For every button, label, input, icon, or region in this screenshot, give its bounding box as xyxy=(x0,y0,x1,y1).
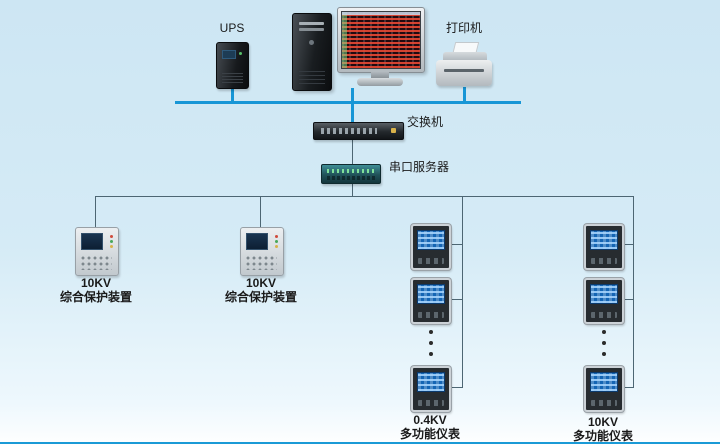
protection-device-2-name: 综合保护装置 xyxy=(224,289,297,304)
meter-screen xyxy=(590,284,618,304)
meter-col1-bus-line xyxy=(462,196,463,388)
meter-screen xyxy=(590,230,618,250)
switch-led xyxy=(391,128,396,133)
protection-device-2-led-red xyxy=(275,235,278,238)
switch-ports xyxy=(321,128,377,134)
ups-screen xyxy=(222,50,236,59)
protection-device-1-keys xyxy=(81,256,112,270)
tower-vent xyxy=(299,70,325,84)
meter-col1-voltage: 0.4KV xyxy=(413,413,447,427)
meter-col1-unit1-icon xyxy=(411,224,451,270)
monitor-screen xyxy=(341,11,421,69)
meter-buttons xyxy=(591,400,617,406)
meter-col2-name: 多功能仪表 xyxy=(572,428,633,443)
protection-device-1-led-red xyxy=(110,235,113,238)
protection-device-1-icon xyxy=(75,227,119,276)
footer-divider-line xyxy=(0,442,720,444)
serial-downlink-line xyxy=(352,182,353,196)
meter-buttons xyxy=(418,258,444,264)
protection-device-1-name: 综合保护装置 xyxy=(59,289,132,304)
serial-server-label: 串口服务器 xyxy=(389,160,450,174)
meter-col2-stub1 xyxy=(621,244,633,245)
meter-col2-stub2 xyxy=(621,299,633,300)
protection-device-2-led-green xyxy=(275,240,278,243)
meter-buttons xyxy=(591,312,617,318)
meter-col1-stub1 xyxy=(448,244,462,245)
meter-col2-bus-line xyxy=(633,196,634,388)
printer-drop-line xyxy=(463,87,466,101)
meter-screen xyxy=(590,372,618,392)
protection-device-1-screen xyxy=(81,233,103,250)
drive-bay-1 xyxy=(299,22,324,25)
monitor-icon xyxy=(337,7,425,73)
meter-col2-unit3-icon xyxy=(584,366,624,412)
protection-device-2-led-yellow xyxy=(275,245,278,248)
protection2-drop-line xyxy=(260,196,261,227)
protection-device-1-label: 10KV 综合保护装置 xyxy=(56,276,136,305)
meter-buttons xyxy=(418,400,444,406)
protection-device-2-icon xyxy=(240,227,284,276)
meter-col1-stub2 xyxy=(448,299,462,300)
serial-server-leds xyxy=(327,169,375,173)
meter-col1-name: 多功能仪表 xyxy=(399,426,460,441)
computer-drop-line xyxy=(351,88,354,101)
switch-icon xyxy=(313,122,404,140)
meter-screen xyxy=(417,230,445,250)
protection-device-1-voltage: 10KV xyxy=(80,276,112,290)
protection-device-2-keys xyxy=(246,256,277,270)
meter-buttons xyxy=(418,312,444,318)
meter-col2-unit1-icon xyxy=(584,224,624,270)
distribution-bus-line xyxy=(95,196,633,197)
meter-col2-voltage: 10KV xyxy=(587,415,619,429)
ups-label: UPS xyxy=(219,21,245,35)
printer-output-slot xyxy=(444,69,484,72)
switch-label: 交换机 xyxy=(407,115,444,129)
protection-device-1-led-yellow xyxy=(110,245,113,248)
ups-icon xyxy=(216,42,249,89)
meter-col2-label: 10KV 多功能仪表 xyxy=(567,415,639,444)
protection-device-2-label: 10KV 综合保护装置 xyxy=(221,276,301,305)
computer-tower-icon xyxy=(292,13,332,91)
power-button xyxy=(309,40,314,45)
monitor-screen-topbar xyxy=(342,12,420,15)
protection-device-1-led-green xyxy=(110,240,113,243)
protection1-drop-line xyxy=(95,196,96,227)
printer-label: 打印机 xyxy=(445,21,482,35)
meter-col1-ellipsis xyxy=(427,330,435,363)
serial-server-ports xyxy=(327,176,375,180)
protection-device-2-screen xyxy=(246,233,268,250)
meter-col1-unit3-icon xyxy=(411,366,451,412)
meter-col1-unit2-icon xyxy=(411,278,451,324)
meter-col2-unit2-icon xyxy=(584,278,624,324)
meter-col1-stub3 xyxy=(448,387,462,388)
meter-col1-label: 0.4KV 多功能仪表 xyxy=(394,413,466,442)
monitor-neck xyxy=(371,71,389,78)
printer-icon xyxy=(436,60,492,86)
meter-buttons xyxy=(591,258,617,264)
meter-col2-ellipsis xyxy=(600,330,608,363)
switch-serial-line xyxy=(352,138,353,165)
protection-device-2-voltage: 10KV xyxy=(245,276,277,290)
ups-led xyxy=(239,52,242,55)
meter-col2-stub3 xyxy=(621,387,633,388)
meter-screen xyxy=(417,372,445,392)
serial-server-icon xyxy=(321,164,381,184)
drive-bay-2 xyxy=(299,28,324,31)
ups-drop-line xyxy=(231,86,234,101)
trunk-line xyxy=(175,101,521,104)
monitor-base xyxy=(357,78,403,86)
meter-screen xyxy=(417,284,445,304)
switch-uplink-line xyxy=(351,104,354,123)
ups-vent xyxy=(222,73,243,83)
